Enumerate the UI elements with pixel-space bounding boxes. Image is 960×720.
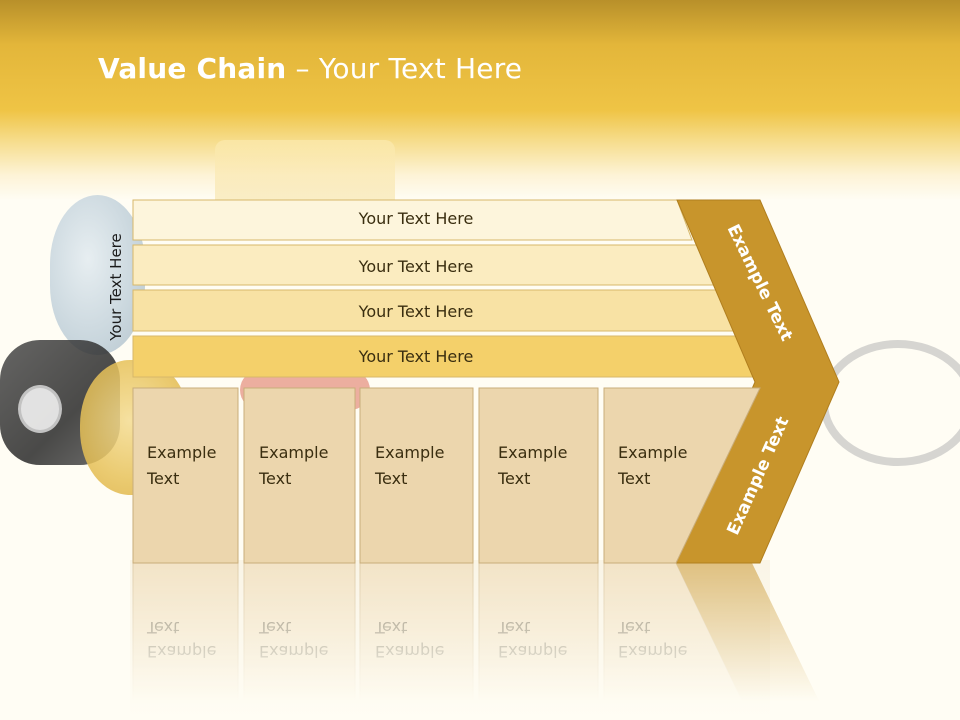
reflection-text-1b: Text [146, 618, 179, 637]
reflection-box-2 [243, 562, 356, 720]
reflection-text-4: Example [498, 642, 567, 661]
column-box-4 [478, 387, 599, 564]
reflection-text-1: Example [147, 642, 216, 661]
slide-title: Value Chain – Your Text Here [98, 52, 522, 96]
header-band [0, 0, 960, 200]
column-box-2 [243, 387, 356, 564]
column-box-3-line1: Example [375, 443, 444, 462]
column-box-2-line2: Text [258, 469, 291, 488]
title-bold: Value Chain [98, 52, 287, 85]
reflection-chevron [676, 563, 829, 720]
column-box-3 [359, 387, 474, 564]
reflection-text-5: Example [618, 642, 687, 661]
bar-2-label: Your Text Here [358, 257, 474, 276]
reflection-box-1 [132, 562, 239, 720]
bar-1 [132, 199, 693, 241]
reflection-text-3: Example [375, 642, 444, 661]
column-box-1 [132, 387, 239, 564]
bar-4-label: Your Text Here [358, 347, 474, 366]
reflection-box-3 [359, 562, 474, 720]
reflection-text-5b: Text [617, 618, 650, 637]
diagram-reflection: Example Example Example Example Example … [132, 562, 829, 720]
column-box-5-line2: Text [617, 469, 650, 488]
bar-1-label: Your Text Here [358, 209, 474, 228]
reflection-text-3b: Text [374, 618, 407, 637]
reflection-text-2b: Text [258, 618, 291, 637]
column-box-2-line1: Example [259, 443, 328, 462]
column-box-3-line2: Text [374, 469, 407, 488]
reflection-text-4b: Text [497, 618, 530, 637]
vertical-label-text: Your Text Here [107, 233, 125, 341]
column-box-4-line2: Text [497, 469, 530, 488]
reflection-box-4 [478, 562, 599, 720]
column-box-1-line1: Example [147, 443, 216, 462]
column-box-1-line2: Text [146, 469, 179, 488]
column-box-4-line1: Example [498, 443, 567, 462]
column-box-5 [603, 387, 761, 564]
reflection-text-2: Example [259, 642, 328, 661]
title-rest: – Your Text Here [286, 52, 523, 85]
bar-3-label: Your Text Here [358, 302, 474, 321]
column-box-5-line1: Example [618, 443, 687, 462]
